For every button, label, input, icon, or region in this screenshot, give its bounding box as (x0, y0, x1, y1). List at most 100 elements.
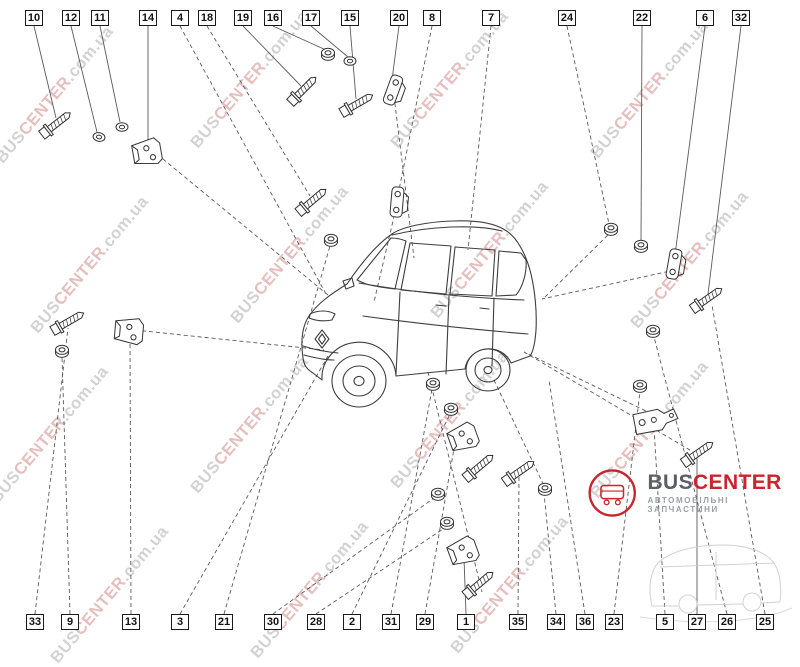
buscenter-logo-emblem (588, 469, 636, 517)
car-mirror (342, 277, 355, 290)
leader-line (272, 25, 327, 51)
callout-5: 5 (656, 614, 674, 630)
logo-text-bus: BUS (647, 471, 693, 494)
callout-26: 26 (718, 614, 736, 630)
leader-line (151, 149, 329, 296)
renault-diamond-icon (314, 329, 330, 349)
callout-13: 13 (122, 614, 140, 630)
leader-line (544, 230, 613, 298)
leader-line (272, 497, 435, 615)
leader-line (517, 476, 520, 615)
car-roof-inner (391, 226, 503, 236)
leader-line (653, 426, 666, 615)
callout-21: 21 (215, 614, 233, 630)
callout-15: 15 (341, 10, 359, 26)
callout-36: 36 (576, 614, 594, 630)
leader-line (310, 25, 349, 58)
callout-17: 17 (302, 10, 320, 26)
car-window-front (400, 242, 452, 295)
leader-line (674, 25, 706, 256)
leader-line (566, 25, 610, 225)
vehicle-illustration (301, 220, 537, 408)
callout-10: 10 (25, 10, 43, 26)
callout-6: 6 (696, 10, 714, 26)
callout-30: 30 (264, 614, 282, 630)
callout-2: 2 (343, 614, 361, 630)
leader-line (541, 269, 676, 300)
callout-19: 19 (234, 10, 252, 26)
leader-line (315, 526, 447, 615)
car-door-handles (435, 304, 490, 310)
leader-line (424, 442, 456, 615)
callout-7: 7 (482, 10, 500, 26)
logo-text-center: CENTER (692, 471, 782, 494)
callout-11: 11 (91, 10, 109, 26)
car-headlight (308, 310, 336, 322)
car-door-seams (395, 291, 495, 375)
callout-8: 8 (423, 10, 441, 26)
car-front-hub (353, 375, 365, 387)
callout-12: 12 (62, 10, 80, 26)
car-body-outline (301, 220, 537, 381)
callout-27: 27 (688, 614, 706, 630)
callout-16: 16 (264, 10, 282, 26)
leader-line (61, 356, 71, 615)
callout-18: 18 (198, 10, 216, 26)
leader-line (707, 25, 742, 295)
car-front-wheel (331, 354, 387, 408)
callout-29: 29 (416, 614, 434, 630)
callout-35: 35 (509, 614, 527, 630)
leader-line (351, 413, 451, 615)
callout-25: 25 (756, 614, 774, 630)
callout-22: 22 (633, 10, 651, 26)
leader-line (223, 245, 331, 615)
car-window-rear (495, 250, 527, 297)
leader-line (711, 304, 766, 615)
car-rear-rim (474, 357, 502, 383)
leader-line (206, 25, 311, 197)
leader-line (179, 25, 327, 295)
leader-line (463, 557, 467, 615)
car-rear-hub (483, 365, 493, 375)
leader-line (242, 25, 302, 87)
callout-1: 1 (457, 614, 475, 630)
leader-line (467, 25, 492, 251)
callout-14: 14 (139, 10, 157, 26)
leader-line (543, 492, 557, 615)
buscenter-logo: BUSCENTER АВТОМОБІЛЬНІ ЗАПЧАСТИНИ (584, 464, 800, 522)
leader-line (640, 25, 643, 242)
callout-32: 32 (732, 10, 750, 26)
leader-line (129, 338, 132, 615)
callout-9: 9 (61, 614, 79, 630)
leader-line (99, 25, 121, 123)
logo-wordmark: BUSCENTER (647, 472, 800, 494)
callout-3: 3 (171, 614, 189, 630)
callout-20: 20 (390, 10, 408, 26)
leader-line (523, 351, 653, 415)
callout-23: 23 (605, 614, 623, 630)
callout-33: 33 (26, 614, 44, 630)
leader-line (390, 388, 433, 615)
car-bumper-lines (302, 345, 339, 361)
buscenter-logo-text: BUSCENTER АВТОМОБІЛЬНІ ЗАПЧАСТИНИ (647, 472, 800, 515)
leader-line (548, 379, 586, 615)
leader-line (493, 379, 547, 491)
callout-31: 31 (382, 614, 400, 630)
leader-line (391, 25, 400, 81)
leader-line (134, 329, 325, 351)
callout-4: 4 (171, 10, 189, 26)
leader-line (613, 390, 641, 615)
car-front-rim (342, 365, 376, 397)
callout-24: 24 (558, 10, 576, 26)
car-rear-wheel (465, 348, 511, 392)
car-window-mid (449, 246, 496, 297)
car-character-line (362, 315, 529, 335)
leader-line (70, 25, 98, 133)
leader-line (653, 336, 728, 615)
leader-line (523, 351, 701, 457)
car-beltline (358, 282, 525, 301)
logo-subtitle: АВТОМОБІЛЬНІ ЗАПЧАСТИНИ (647, 496, 730, 514)
